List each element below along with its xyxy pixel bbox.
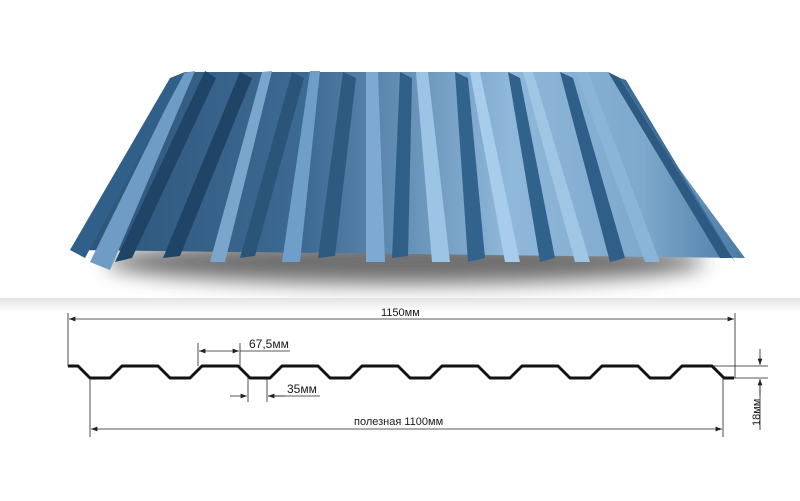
total-width-dimension: [67, 313, 736, 378]
separator-band: [0, 298, 800, 312]
total-width-label: 1150мм: [381, 307, 420, 319]
sheet-ribs: [70, 71, 735, 270]
profile-height-label: 18мм: [751, 398, 763, 426]
valley-width-label: 35мм: [287, 382, 317, 396]
sheet-profile-line: [68, 364, 734, 380]
valley-dimension: [230, 378, 320, 402]
rib-top-width-label: 67,5мм: [249, 337, 289, 351]
rib-top-dimension: [197, 343, 290, 366]
useful-width-label: полезная 1100мм: [354, 416, 444, 428]
sheet-3d-illustration: [70, 71, 745, 284]
useful-width-dimension: [89, 378, 724, 437]
height-dimension: [712, 349, 768, 430]
